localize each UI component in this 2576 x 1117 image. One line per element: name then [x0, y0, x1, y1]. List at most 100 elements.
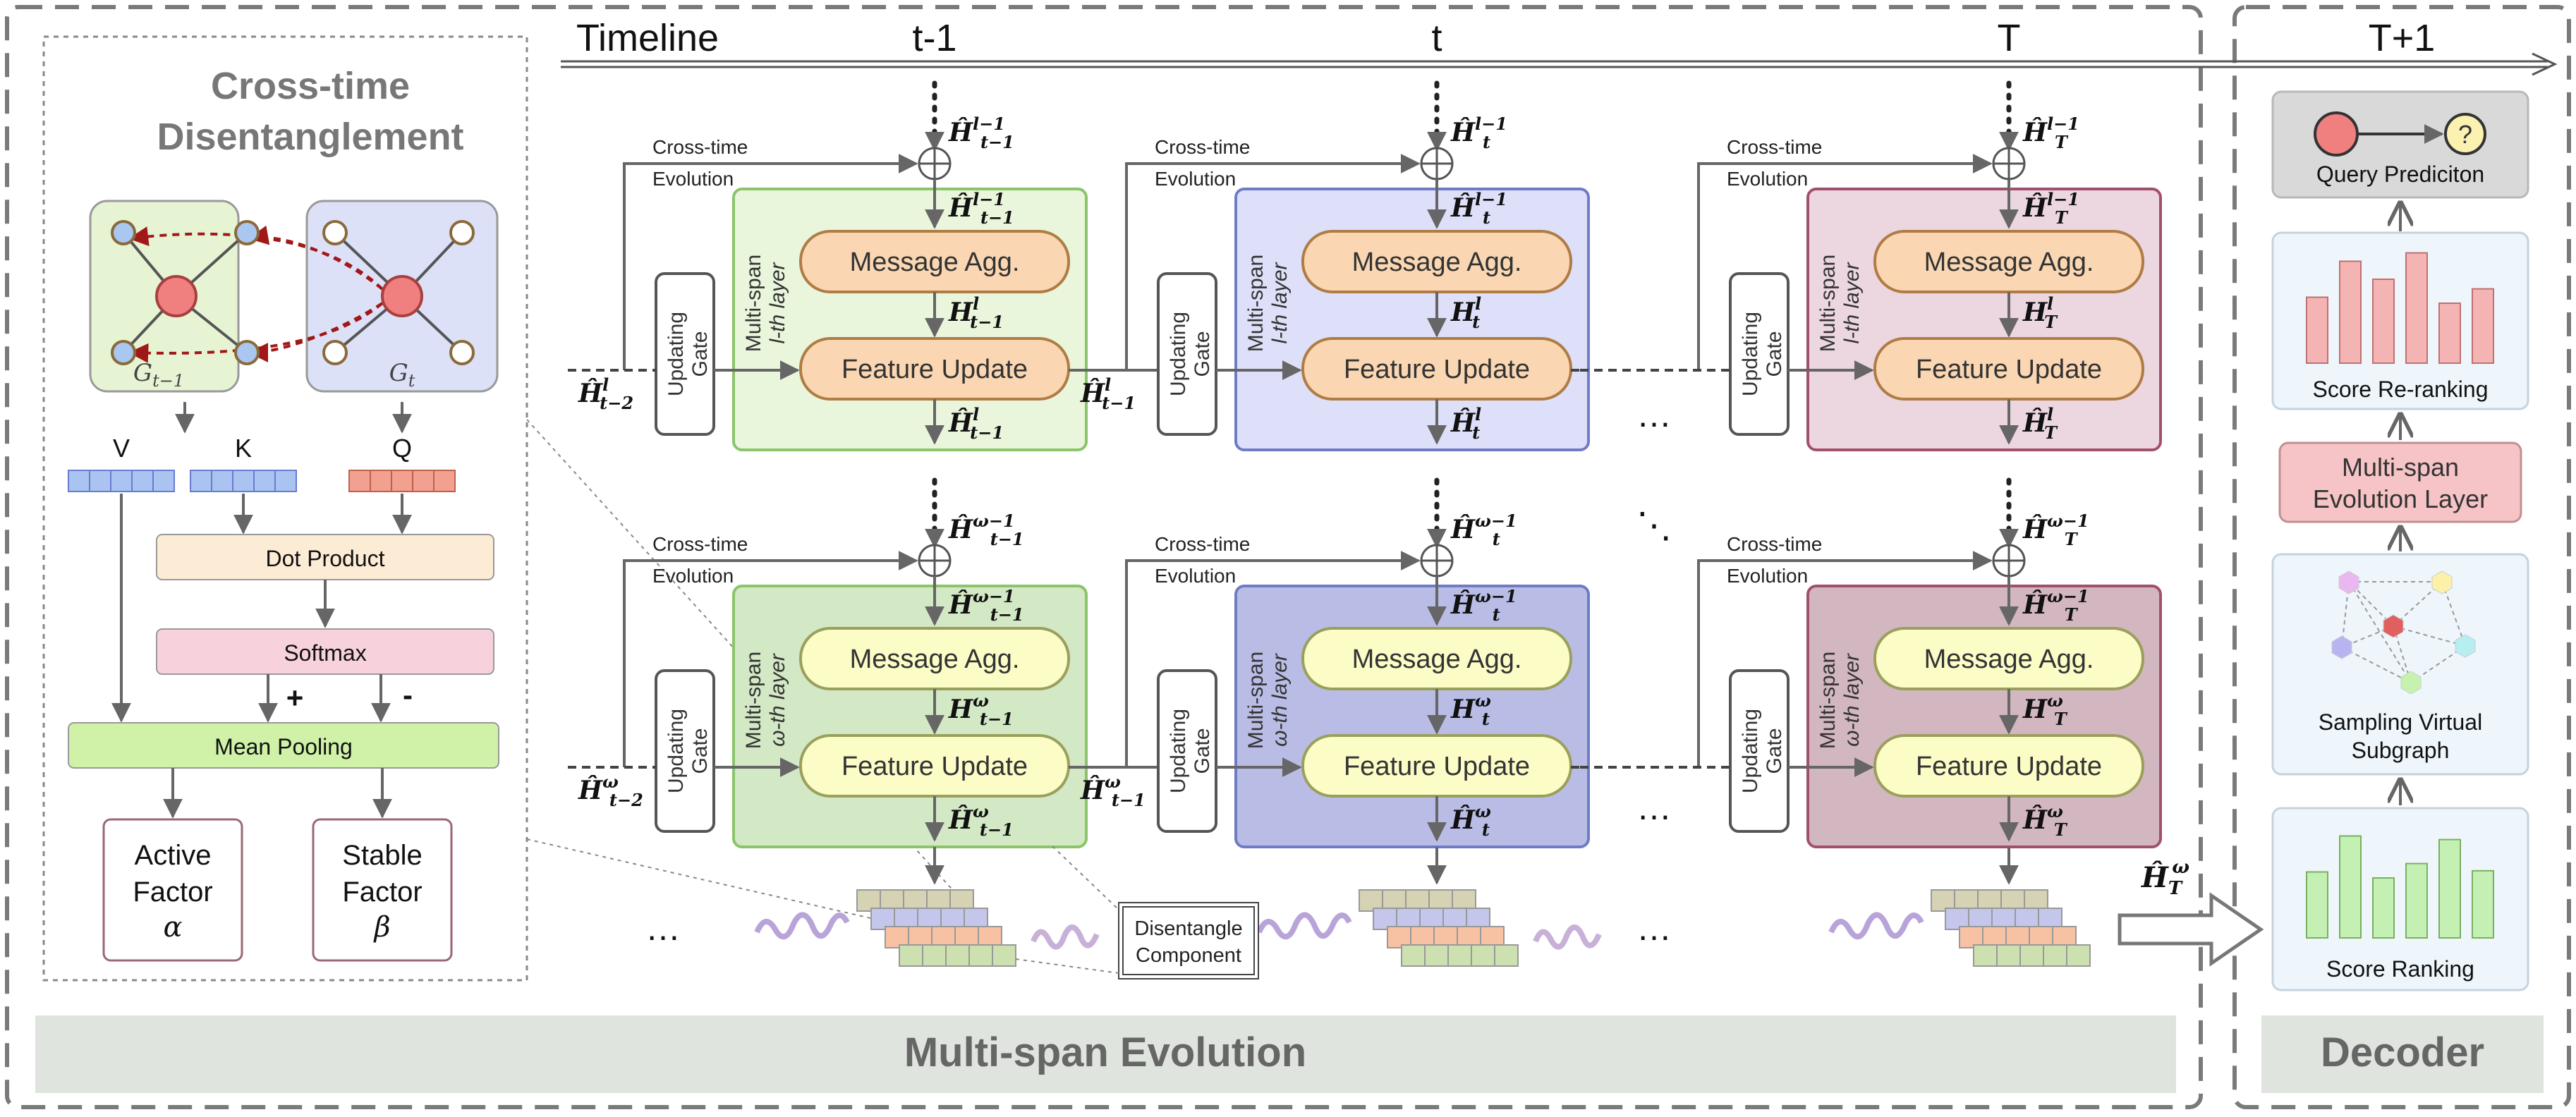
subgraph-node-center [2383, 614, 2404, 638]
message-agg-label: Message Agg. [850, 248, 1020, 277]
cross-time-label: Cross-time [1727, 533, 1822, 555]
tick-t: t [1431, 17, 1442, 59]
updating-gate-label: UpdatingGate [1739, 312, 1786, 396]
subgraph-node-blue [2331, 635, 2352, 659]
evolution-label: Evolution [652, 168, 734, 190]
message-agg-label: Message Agg. [850, 645, 1020, 674]
timeline: Timeline t-1 t T T+1 [561, 17, 2558, 76]
evolution-label: Evolution [1727, 565, 1808, 587]
stable-factor-box [312, 818, 453, 962]
updating-gate-label: UpdatingGate [1167, 312, 1214, 396]
multispan-layer-label: Multi-spanl-th layer [742, 255, 789, 352]
score-ranking-label: Score Ranking [2326, 956, 2474, 982]
updating-gate [1729, 272, 1790, 436]
factor-ribbon [1828, 912, 1924, 940]
active-line1: Active [135, 840, 212, 871]
ranking-bars [2306, 835, 2494, 939]
updating-gate-label: UpdatingGate [1739, 709, 1786, 793]
multispan-footer-label: Multi-span Evolution [904, 1030, 1306, 1075]
graph-prev-label: Gt−1 [133, 359, 184, 391]
ellipsis-top-row: … [1636, 395, 1672, 434]
ellipsis-stack-right: … [1636, 908, 1672, 948]
rerank-bars [2306, 252, 2494, 365]
factor-ribbon [1031, 924, 1100, 950]
stable-line2: Factor [342, 877, 422, 908]
graph-curr-label: Gt [389, 359, 415, 391]
softmax-box [156, 628, 494, 675]
disentangle-line1: Disentangle [1134, 917, 1242, 940]
to-decoder-arrow [2118, 892, 2264, 967]
beta-symbol: β [372, 911, 390, 944]
multispan-layer-label: Multi-spanω-th layer [742, 652, 789, 749]
message-agg-label: Message Agg. [1352, 248, 1522, 277]
timeline-label: Timeline [576, 17, 719, 59]
score-bar [2306, 871, 2328, 939]
disentangle-line2: Component [1136, 944, 1241, 967]
active-line2: Factor [133, 877, 212, 908]
dot-product-label: Dot Product [266, 546, 385, 571]
updating-gate [1157, 669, 1217, 833]
cross-time-label: Cross-time [1155, 136, 1250, 158]
score-reranking-box [2271, 231, 2529, 410]
factor-ribbon [1533, 924, 1602, 950]
softmax-label: Softmax [284, 640, 366, 666]
tick-t-1: t-1 [912, 17, 956, 59]
subgraph-node-yellow [2431, 570, 2453, 594]
updating-gate [655, 272, 715, 436]
query-target-node [2444, 113, 2486, 155]
evolution-region [5, 5, 2203, 1109]
updating-gate-label: UpdatingGate [664, 709, 712, 793]
k-vector [190, 470, 297, 492]
cross-time-label: Cross-time [1727, 136, 1822, 158]
score-bar [2372, 279, 2395, 364]
message-agg-label: Message Agg. [1352, 645, 1522, 674]
feature-update-label: Feature Update [842, 752, 1028, 781]
score-bar [2339, 260, 2362, 364]
evolution-label: Evolution [652, 565, 734, 587]
disentangle-link-top [1052, 846, 1119, 910]
feature-update-label: Feature Update [1916, 752, 2102, 781]
multispan-layer-label: Multi-spanl-th layer [1816, 255, 1864, 352]
feature-update-label: Feature Update [1916, 355, 2102, 384]
query-prediction-label: Query Prediciton [2316, 161, 2484, 187]
multispan-footer [35, 1015, 2176, 1093]
sampling-line2: Subgraph [2352, 738, 2450, 763]
v-vector [68, 470, 175, 492]
cross-time-label: Cross-time [652, 533, 748, 555]
ellipsis-stack-left: … [645, 908, 681, 948]
multispan-evolution-layer-box [2278, 441, 2522, 523]
evolution-label: Evolution [1155, 168, 1236, 190]
score-bar [2405, 862, 2428, 939]
cross-time-label: Cross-time [652, 136, 748, 158]
score-bar [2472, 869, 2494, 939]
score-bar [2405, 252, 2428, 364]
q-vector [348, 470, 456, 492]
disentangle-link-bottom [1015, 958, 1119, 974]
plus-sign: + [286, 681, 304, 714]
score-bar [2438, 838, 2461, 939]
v-label: V [113, 434, 130, 463]
q-label: Q [392, 434, 412, 463]
